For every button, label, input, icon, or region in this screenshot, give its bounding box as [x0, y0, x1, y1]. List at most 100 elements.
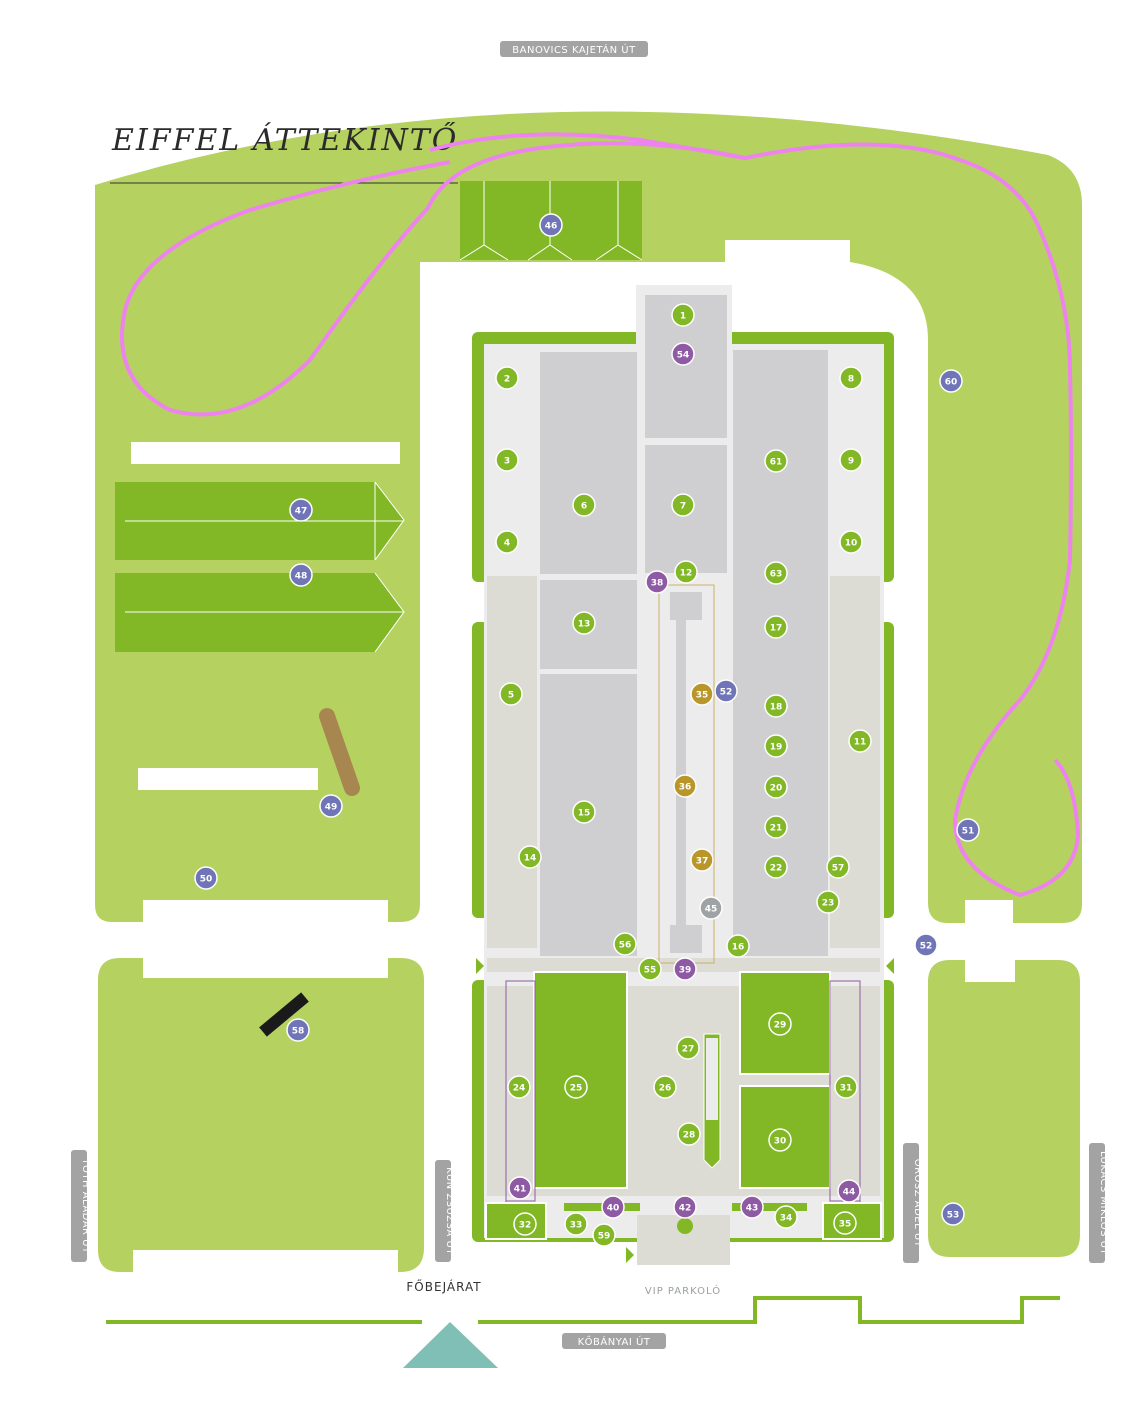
marker-dot-60[interactable]: [939, 369, 963, 393]
location-marker-18[interactable]: 18: [764, 694, 788, 718]
location-marker-51[interactable]: 51: [956, 818, 980, 842]
location-marker-16[interactable]: 16: [726, 934, 750, 958]
marker-dot-59[interactable]: [592, 1223, 616, 1247]
marker-dot-56[interactable]: [613, 932, 637, 956]
location-marker-4[interactable]: 4: [495, 530, 519, 554]
location-marker-32[interactable]: 32: [513, 1212, 537, 1236]
location-marker-41[interactable]: 41: [508, 1176, 532, 1200]
marker-dot-38[interactable]: [645, 570, 669, 594]
location-marker-56[interactable]: 56: [613, 932, 637, 956]
marker-dot-51[interactable]: [956, 818, 980, 842]
location-marker-2[interactable]: 2: [495, 366, 519, 390]
location-marker-52[interactable]: 52: [914, 933, 938, 957]
marker-dot-18[interactable]: [764, 694, 788, 718]
marker-dot-46[interactable]: [539, 213, 563, 237]
marker-dot-43[interactable]: [740, 1195, 764, 1219]
location-marker-59[interactable]: 59: [592, 1223, 616, 1247]
location-marker-33[interactable]: 33: [564, 1212, 588, 1236]
marker-dot-50[interactable]: [194, 866, 218, 890]
location-marker-38[interactable]: 38: [645, 570, 669, 594]
marker-dot-31[interactable]: [834, 1075, 858, 1099]
marker-dot-63[interactable]: [764, 561, 788, 585]
location-marker-7[interactable]: 7: [671, 493, 695, 517]
marker-dot-5[interactable]: [499, 682, 523, 706]
marker-dot-26[interactable]: [653, 1075, 677, 1099]
marker-dot-33[interactable]: [564, 1212, 588, 1236]
marker-dot-6[interactable]: [572, 493, 596, 517]
marker-dot-35[interactable]: [690, 682, 714, 706]
marker-dot-32[interactable]: [513, 1212, 537, 1236]
location-marker-57[interactable]: 57: [826, 855, 850, 879]
location-marker-61[interactable]: 61: [764, 449, 788, 473]
location-marker-11[interactable]: 11: [848, 729, 872, 753]
marker-dot-39[interactable]: [673, 957, 697, 981]
location-marker-28[interactable]: 28: [677, 1122, 701, 1146]
marker-dot-41[interactable]: [508, 1176, 532, 1200]
marker-dot-9[interactable]: [839, 448, 863, 472]
marker-dot-12[interactable]: [674, 560, 698, 584]
marker-dot-55[interactable]: [638, 957, 662, 981]
location-marker-5[interactable]: 5: [499, 682, 523, 706]
location-marker-14[interactable]: 14: [518, 845, 542, 869]
location-marker-10[interactable]: 10: [839, 530, 863, 554]
location-marker-40[interactable]: 40: [601, 1195, 625, 1219]
marker-dot-19[interactable]: [764, 734, 788, 758]
location-marker-21[interactable]: 21: [764, 815, 788, 839]
marker-dot-3[interactable]: [495, 448, 519, 472]
marker-dot-47[interactable]: [289, 498, 313, 522]
location-marker-35[interactable]: 35: [690, 682, 714, 706]
location-marker-13[interactable]: 13: [572, 611, 596, 635]
marker-dot-24[interactable]: [507, 1075, 531, 1099]
marker-dot-14[interactable]: [518, 845, 542, 869]
location-marker-54[interactable]: 54: [671, 342, 695, 366]
location-marker-30[interactable]: 30: [768, 1128, 792, 1152]
marker-dot-17[interactable]: [764, 615, 788, 639]
marker-dot-27[interactable]: [676, 1036, 700, 1060]
location-marker-52[interactable]: 52: [714, 679, 738, 703]
marker-dot-40[interactable]: [601, 1195, 625, 1219]
location-marker-35[interactable]: 35: [833, 1211, 857, 1235]
marker-dot-13[interactable]: [572, 611, 596, 635]
location-marker-3[interactable]: 3: [495, 448, 519, 472]
marker-dot-4[interactable]: [495, 530, 519, 554]
marker-dot-11[interactable]: [848, 729, 872, 753]
marker-dot-42[interactable]: [673, 1195, 697, 1219]
marker-dot-49[interactable]: [319, 794, 343, 818]
marker-dot-25[interactable]: [564, 1075, 588, 1099]
location-marker-39[interactable]: 39: [673, 957, 697, 981]
location-marker-53[interactable]: 53: [941, 1202, 965, 1226]
marker-dot-58[interactable]: [286, 1018, 310, 1042]
marker-dot-7[interactable]: [671, 493, 695, 517]
location-marker-48[interactable]: 48: [289, 563, 313, 587]
location-marker-12[interactable]: 12: [674, 560, 698, 584]
marker-dot-52[interactable]: [914, 933, 938, 957]
location-marker-6[interactable]: 6: [572, 493, 596, 517]
marker-dot-52[interactable]: [714, 679, 738, 703]
location-marker-55[interactable]: 55: [638, 957, 662, 981]
location-marker-24[interactable]: 24: [507, 1075, 531, 1099]
location-marker-27[interactable]: 27: [676, 1036, 700, 1060]
location-marker-17[interactable]: 17: [764, 615, 788, 639]
location-marker-45[interactable]: 45: [699, 896, 723, 920]
location-marker-37[interactable]: 37: [690, 848, 714, 872]
marker-dot-30[interactable]: [768, 1128, 792, 1152]
marker-dot-22[interactable]: [764, 855, 788, 879]
marker-dot-34[interactable]: [774, 1205, 798, 1229]
location-marker-44[interactable]: 44: [837, 1179, 861, 1203]
marker-dot-2[interactable]: [495, 366, 519, 390]
location-marker-15[interactable]: 15: [572, 800, 596, 824]
location-marker-9[interactable]: 9: [839, 448, 863, 472]
location-marker-47[interactable]: 47: [289, 498, 313, 522]
location-marker-42[interactable]: 42: [673, 1195, 697, 1219]
location-marker-25[interactable]: 25: [564, 1075, 588, 1099]
marker-dot-37[interactable]: [690, 848, 714, 872]
location-marker-31[interactable]: 31: [834, 1075, 858, 1099]
location-marker-1[interactable]: 1: [671, 303, 695, 327]
marker-dot-35[interactable]: [833, 1211, 857, 1235]
location-marker-58[interactable]: 58: [286, 1018, 310, 1042]
marker-dot-48[interactable]: [289, 563, 313, 587]
marker-dot-1[interactable]: [671, 303, 695, 327]
location-marker-60[interactable]: 60: [939, 369, 963, 393]
location-marker-22[interactable]: 22: [764, 855, 788, 879]
location-marker-36[interactable]: 36: [673, 774, 697, 798]
